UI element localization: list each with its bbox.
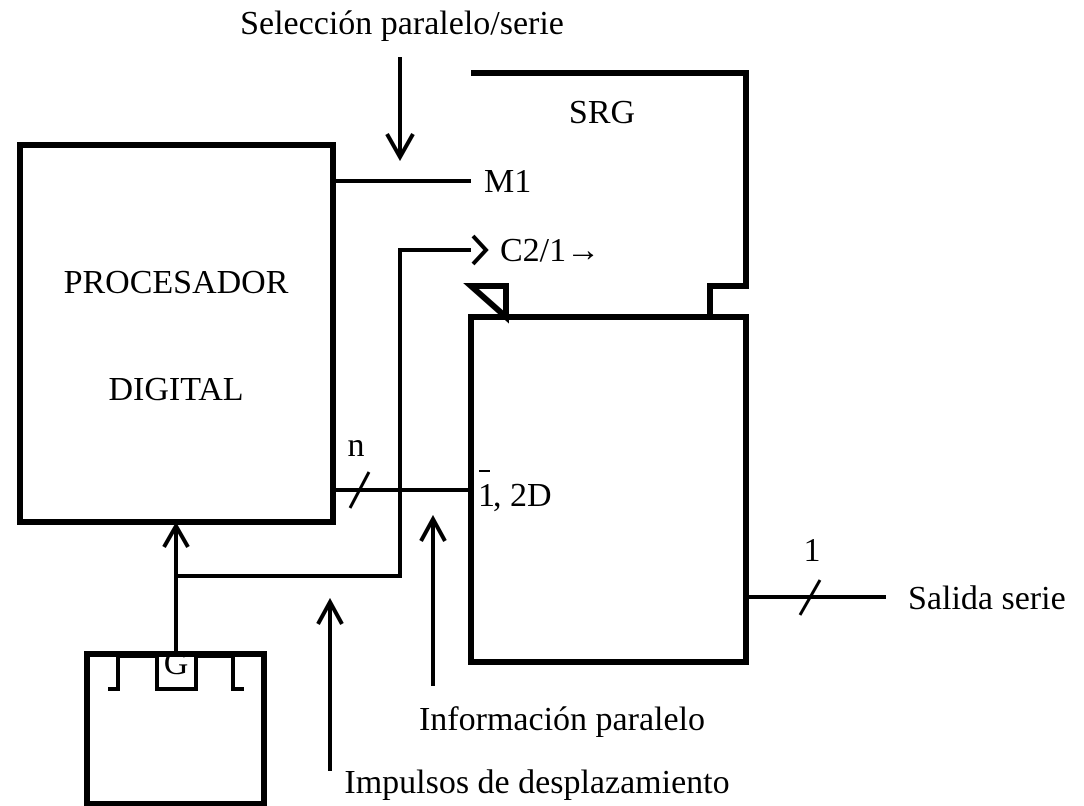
n-bus-label: n: [348, 427, 365, 464]
salida-serie-label: Salida serie: [908, 580, 1066, 617]
data-input-one-label: 1: [478, 477, 495, 514]
processor-label-line1: PROCESADOR: [64, 264, 289, 301]
dynamic-clock-indicator: [471, 234, 489, 266]
m1-label: M1: [484, 163, 531, 200]
processor-block: [17, 142, 336, 525]
seleccion-arrow-head: [385, 133, 415, 162]
processor-label-line2: DIGITAL: [108, 371, 243, 408]
impulsos-arrow-head: [316, 597, 344, 625]
informacion-arrow-head: [419, 514, 447, 542]
clock-input-label: C2/1→: [500, 232, 600, 269]
informacion-label: Información paralelo: [419, 701, 705, 738]
impulsos-label: Impulsos de desplazamiento: [344, 764, 729, 801]
seleccion-label: Selección paralelo/serie: [240, 5, 564, 42]
clock-generator-block: [84, 651, 267, 806]
clock-waveform-icon: [108, 654, 244, 691]
srg-control-block: [463, 70, 749, 324]
serial-bus-width-label: 1: [804, 532, 821, 569]
srg-label: SRG: [569, 94, 635, 131]
clock-wire-to-c2: [176, 248, 471, 578]
serial-bus-slash: [798, 579, 822, 616]
n-bus-slash: [348, 471, 371, 509]
data-input-2d-label: , 2D: [493, 477, 552, 514]
clock-generator-label: G: [164, 645, 189, 682]
processor-clock-arrow-head: [162, 521, 190, 548]
